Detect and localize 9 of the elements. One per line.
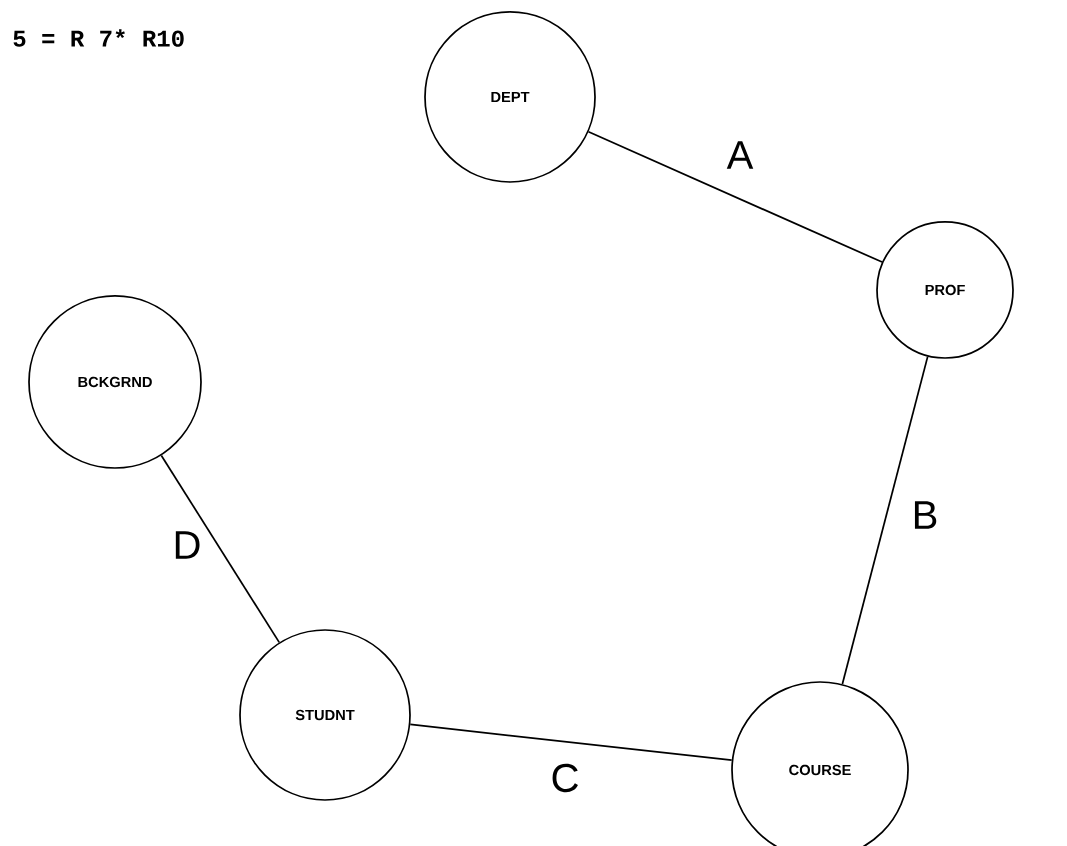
- connector-line: [409, 723, 733, 762]
- edge-label: C: [552, 763, 578, 793]
- connector-line: [841, 355, 929, 685]
- edge-label: D: [175, 531, 200, 559]
- connector-line: [160, 454, 281, 644]
- edge-label: A: [726, 141, 754, 169]
- connector-line: [587, 130, 883, 263]
- formula-text: 5 = R 7* R10: [13, 29, 184, 47]
- edge-label: B: [914, 501, 937, 529]
